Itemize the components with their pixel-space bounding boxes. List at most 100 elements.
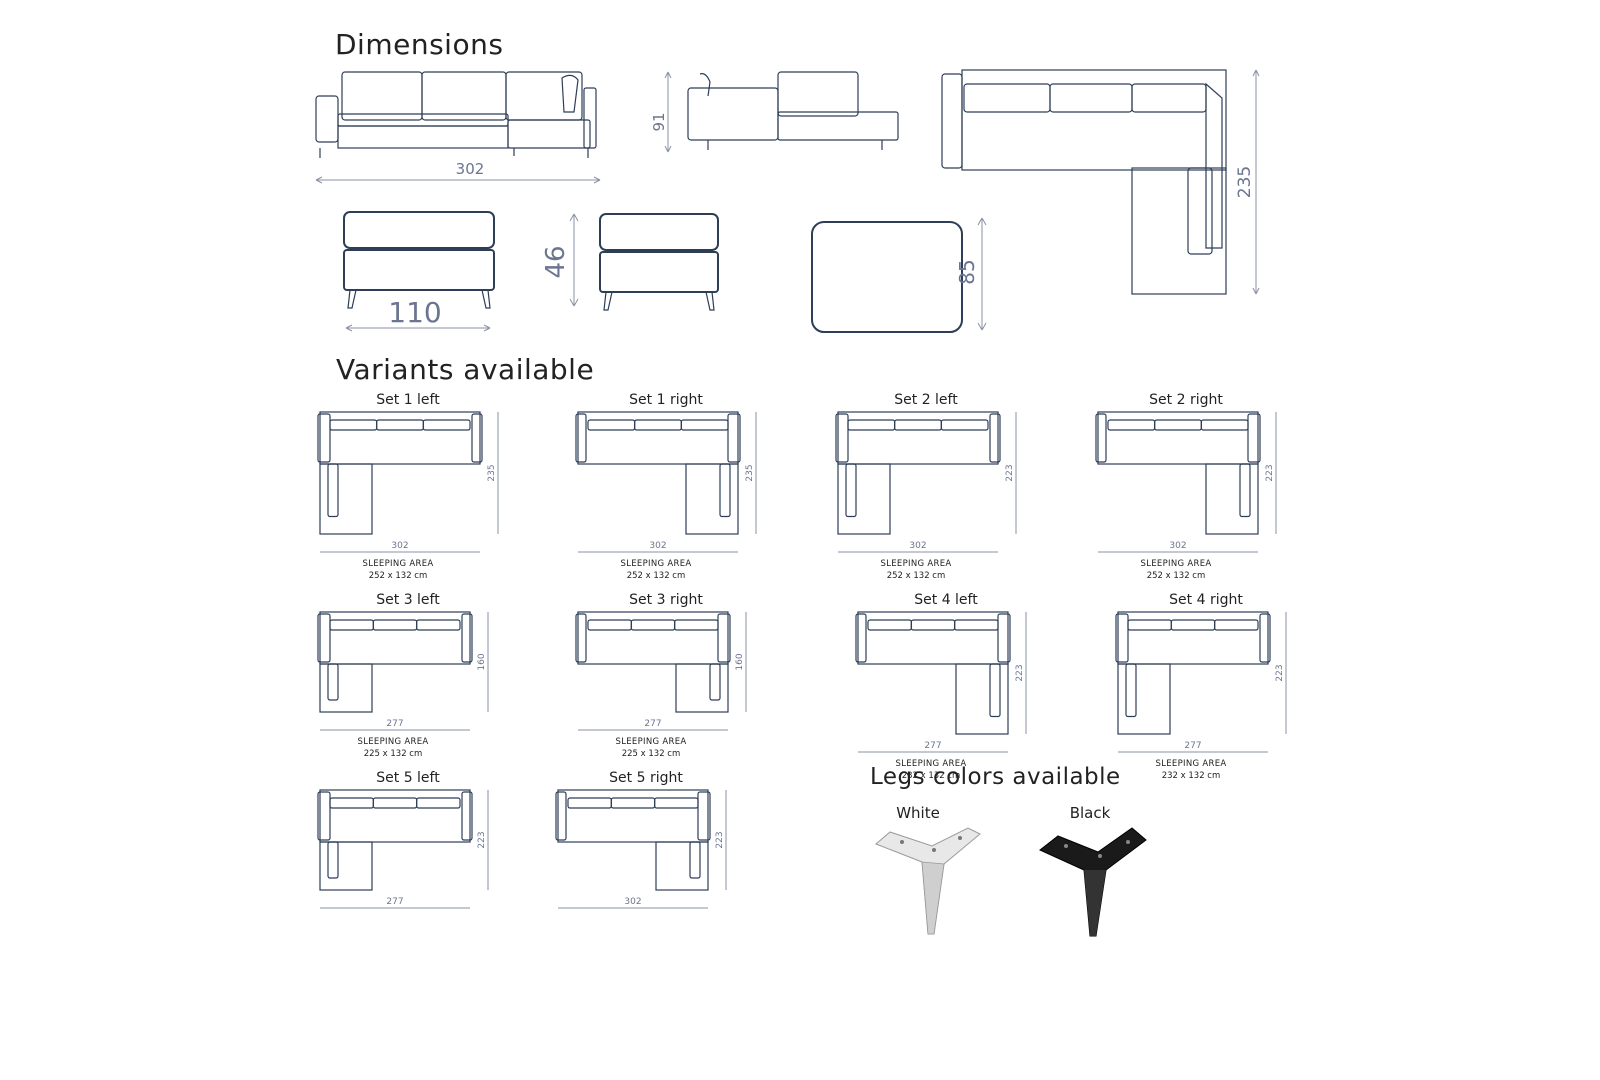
width-text: 277 [1184, 741, 1201, 751]
sleeping-area-size: 252 x 132 cm [368, 571, 428, 581]
cushion [329, 797, 374, 809]
cushion [1214, 619, 1259, 631]
armrest [461, 791, 473, 841]
sleeping-area-size: 252 x 132 cm [1146, 571, 1206, 581]
cushion [329, 619, 374, 631]
width-text: 302 [1169, 541, 1186, 551]
variant-title: Set 3 right [629, 592, 703, 608]
cushion [416, 797, 461, 809]
chaise [319, 463, 373, 535]
leg-white-image [875, 827, 981, 935]
armrest [575, 613, 587, 663]
variant-title: Set 2 right [1149, 392, 1223, 408]
chaise-back [719, 463, 731, 518]
variant-title: Set 1 left [376, 392, 440, 408]
cushion [416, 619, 461, 631]
sleeping-area-label: SLEEPING AREA [895, 759, 967, 769]
chaise [955, 663, 1009, 735]
sofa-back [319, 611, 471, 665]
sleeping-area: SLEEPING AREA 252 x 132 cm [298, 558, 498, 582]
cushion [422, 419, 471, 431]
sofa-back [837, 411, 999, 465]
sleeping-area-size: 252 x 132 cm [886, 571, 946, 581]
sleeping-area-label: SLEEPING AREA [362, 559, 434, 569]
sleeping-area-size: 232 x 132 cm [901, 771, 961, 781]
sofa-back [1097, 411, 1259, 465]
cushion [587, 419, 636, 431]
cushion [587, 619, 632, 631]
pouf-side-drawing: 46 [541, 213, 719, 311]
depth-text: 160 [735, 653, 745, 670]
width-text: 277 [386, 897, 403, 907]
dimensions-heading: Dimensions [335, 28, 504, 61]
sofa-back [577, 611, 729, 665]
sleeping-area-size: 252 x 132 cm [626, 571, 686, 581]
chaise [685, 463, 739, 535]
chaise-back [709, 663, 721, 701]
variant-title: Set 5 right [609, 770, 683, 786]
variant-title: Set 3 left [376, 592, 440, 608]
armrest [997, 613, 1011, 663]
pouf-width-label: 110 [388, 296, 441, 329]
variant-title: Set 1 right [629, 392, 703, 408]
corner-sofa-top-drawing: 235 [941, 69, 1260, 295]
sofa-side-drawing: 91 [650, 71, 899, 153]
sleeping-area-label: SLEEPING AREA [615, 737, 687, 747]
sofa-back [1117, 611, 1269, 665]
depth-text: 160 [477, 653, 487, 670]
cushion [630, 619, 676, 631]
width-text: 277 [386, 719, 403, 729]
pouf-width-text: 110 [388, 296, 441, 329]
cushion [567, 797, 612, 809]
chaise [1205, 463, 1259, 535]
armrest [575, 413, 587, 463]
armrest [835, 413, 849, 463]
cushion [867, 619, 912, 631]
chaise [675, 663, 729, 713]
corner-depth-text: 235 [1235, 166, 1255, 198]
chaise [319, 841, 373, 891]
variant-title: Set 5 left [376, 770, 440, 786]
armrest [989, 413, 1001, 463]
sofa-width-label: 302 [456, 160, 485, 178]
chaise-back [689, 841, 701, 879]
sleeping-area-size: 232 x 132 cm [1161, 771, 1221, 781]
legs-heading: Legs colors available [870, 764, 1121, 790]
cushion [674, 619, 719, 631]
depth-text: 223 [715, 831, 725, 848]
variant-title: Set 4 left [914, 592, 978, 608]
chaise-back [845, 463, 857, 518]
cushion [372, 619, 418, 631]
cushion [654, 797, 699, 809]
armrest [471, 413, 483, 463]
chaise-back [1239, 463, 1251, 518]
armrest [1259, 613, 1271, 663]
sofa-height-text: 91 [650, 112, 668, 131]
armrest [1095, 413, 1107, 463]
sleeping-area-label: SLEEPING AREA [1155, 759, 1227, 769]
sleeping-area-size: 225 x 132 cm [363, 749, 423, 759]
cushion [847, 419, 896, 431]
chaise-back [1125, 663, 1137, 718]
variant-title: Set 2 left [894, 392, 958, 408]
armrest [1247, 413, 1261, 463]
leg-black-label: Black [1069, 804, 1111, 822]
armrest [317, 413, 331, 463]
cushion [954, 619, 999, 631]
cushion [1154, 419, 1202, 431]
cushion [376, 419, 424, 431]
chaise-back [327, 663, 339, 701]
armrest [697, 791, 711, 841]
depth-text: 223 [1015, 664, 1025, 681]
sofa-back [557, 789, 709, 843]
